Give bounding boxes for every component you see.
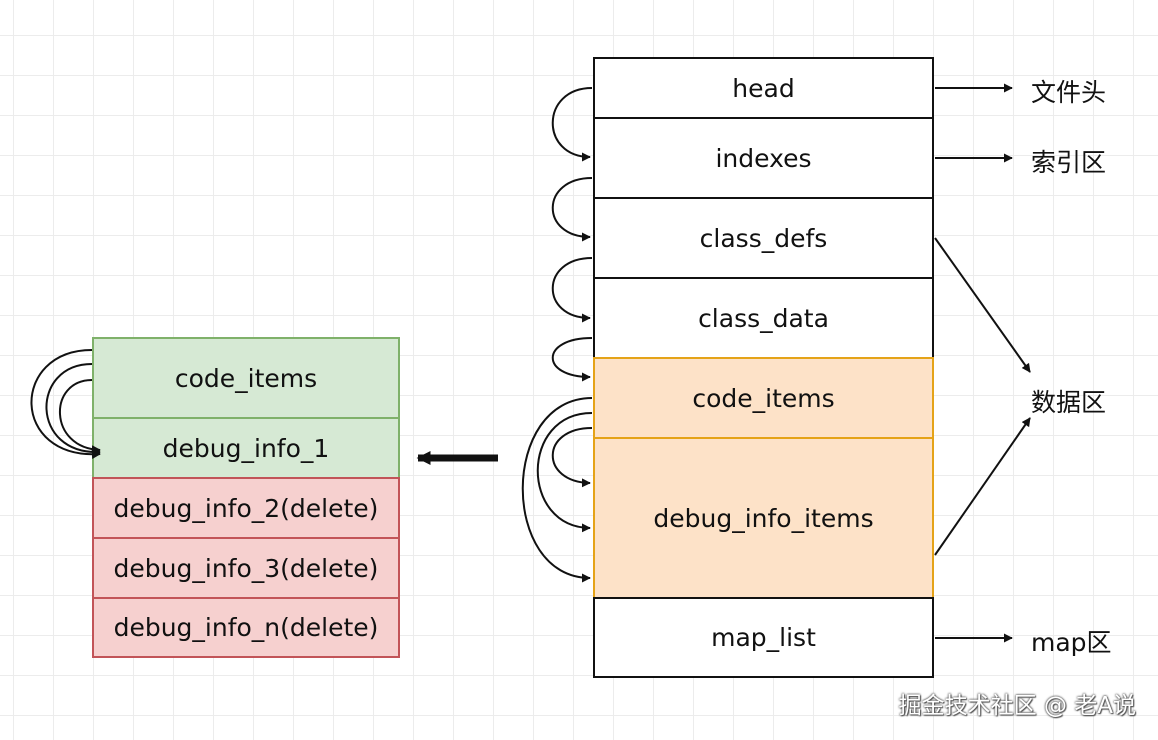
result-debug-info-3-label: debug_info_3(delete) (113, 553, 379, 583)
section-class-defs-label: class_defs (699, 223, 828, 253)
section-class-data-label: class_data (698, 303, 829, 333)
section-head: head (593, 57, 934, 119)
result-debug-info-3: debug_info_3(delete) (92, 537, 400, 599)
result-debug-info-n: debug_info_n(delete) (92, 597, 400, 658)
section-class-defs: class_defs (593, 197, 934, 279)
curve-head-to-indexes (551, 87, 593, 162)
label-file-header: 文件头 (1031, 78, 1107, 107)
curve-result-code-items-1 (30, 349, 101, 460)
curve-class-defs-to-class-data (551, 257, 593, 323)
label-index-area: 索引区 (1031, 148, 1107, 177)
curve-code-items-to-debug-1 (551, 427, 593, 488)
arrow-class-defs-to-data-area (934, 237, 1031, 373)
result-code-items: code_items (92, 337, 400, 419)
section-code-items: code_items (593, 357, 934, 439)
arrow-debug-items-to-data-area (934, 417, 1031, 556)
watermark: 掘金技术社区 @ 老A说 (898, 693, 1136, 719)
section-map-list: map_list (593, 597, 934, 678)
result-debug-info-2: debug_info_2(delete) (92, 477, 400, 539)
curve-code-items-to-debug-2 (536, 412, 593, 533)
label-data-area: 数据区 (1031, 388, 1107, 417)
section-debug-info-items: debug_info_items (593, 437, 934, 599)
result-debug-info-n-label: debug_info_n(delete) (113, 613, 379, 642)
section-map-list-label: map_list (711, 623, 816, 652)
curve-code-items-to-debug-3 (521, 397, 593, 583)
section-indexes: indexes (593, 117, 934, 199)
curve-indexes-to-class-defs (551, 177, 593, 242)
section-code-items-label: code_items (692, 383, 835, 413)
result-code-items-label: code_items (174, 363, 318, 393)
curve-class-data-to-code-items (551, 337, 593, 382)
section-class-data: class_data (593, 277, 934, 359)
label-map-area: map区 (1031, 628, 1112, 657)
result-debug-info-1: debug_info_1 (92, 417, 400, 479)
result-debug-info-2-label: debug_info_2(delete) (113, 493, 379, 523)
result-debug-info-1-label: debug_info_1 (162, 433, 330, 463)
section-debug-info-items-label: debug_info_items (653, 503, 874, 533)
section-head-label: head (732, 73, 795, 103)
section-indexes-label: indexes (715, 143, 812, 173)
